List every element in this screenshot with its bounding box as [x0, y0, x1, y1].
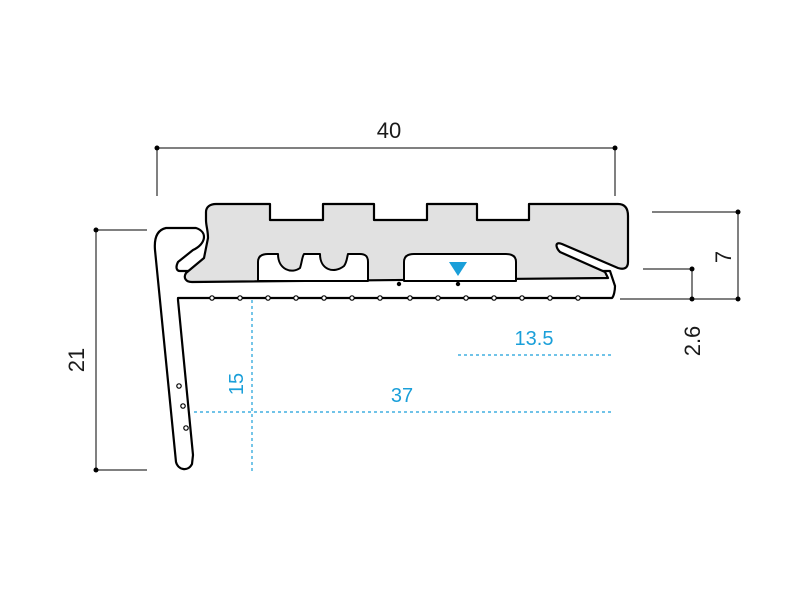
tread-insert	[183, 202, 630, 287]
dimension-height-dot-bottom	[93, 467, 99, 473]
dimension-insert-height-label: 7	[711, 251, 736, 263]
dimension-height-dot-top	[93, 227, 99, 233]
nose-ridge-3	[183, 425, 189, 431]
reference-lines	[194, 300, 614, 472]
ridge	[209, 295, 215, 301]
nose-ridge-2	[180, 403, 186, 409]
profile-body	[153, 226, 617, 471]
ridge	[377, 295, 383, 301]
aluminium-profile	[153, 226, 617, 471]
dimension-lip-height-label: 2.6	[680, 326, 705, 357]
underside-ridges	[209, 295, 581, 301]
ridge	[237, 295, 243, 301]
dimension-insert-height: 7	[620, 209, 741, 302]
ridge	[519, 295, 525, 301]
dimension-lip-height-dot-top	[689, 266, 695, 272]
dimension-riser-depth-label: 15	[226, 373, 248, 395]
dimension-insert-height-dot-top	[735, 209, 741, 215]
dimension-height-label: 21	[64, 348, 89, 372]
dimension-width-dot-right	[612, 145, 618, 151]
dimension-width: 40	[154, 118, 618, 196]
ridge	[321, 295, 327, 301]
ridge	[547, 295, 553, 301]
dimension-insert-height-dot-bottom	[735, 296, 741, 302]
insert-dot-mid	[455, 281, 461, 287]
ridge	[265, 295, 271, 301]
insert-dot-left	[396, 281, 402, 287]
dimension-lip-height: 2.6	[643, 266, 705, 357]
dimension-height: 21	[64, 227, 147, 473]
ridge	[293, 295, 299, 301]
ridge	[407, 295, 413, 301]
dimension-lip-height-dot-bottom	[689, 296, 695, 302]
dimension-width-dot-left	[154, 145, 160, 151]
insert-channel-left	[257, 253, 369, 282]
dimension-width-label: 40	[377, 118, 401, 143]
ridge	[491, 295, 497, 301]
ridge	[463, 295, 469, 301]
marker-down-triangle-icon	[449, 262, 467, 276]
dimension-depth-label: 37	[391, 385, 413, 407]
ridge	[435, 295, 441, 301]
nose-ridge-1	[176, 383, 182, 389]
ridge	[575, 295, 581, 301]
dimension-nose-offset-label: 13.5	[515, 328, 554, 350]
tread-insert-body	[183, 202, 630, 284]
ridge	[349, 295, 355, 301]
